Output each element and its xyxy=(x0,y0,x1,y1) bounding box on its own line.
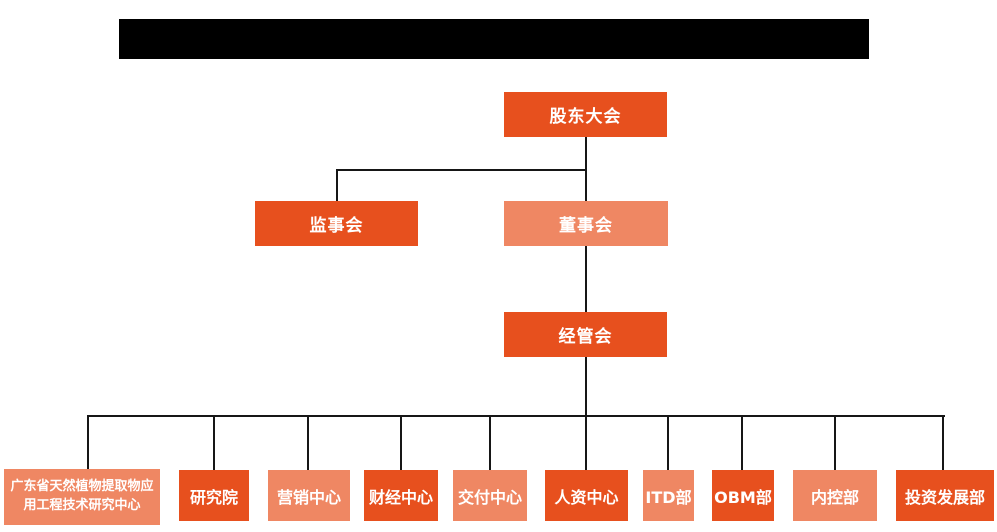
node-itd-department: ITD部 xyxy=(643,470,694,521)
node-label: 广东省天然植物提取物应用工程技术研究中心 xyxy=(10,479,154,513)
node-label: 董事会 xyxy=(559,216,613,236)
node-board-of-directors: 董事会 xyxy=(504,201,668,246)
connector-drop-delivery-center xyxy=(489,416,491,470)
node-marketing-center: 营销中心 xyxy=(268,470,350,521)
connector-drop-obm-department xyxy=(741,416,743,470)
node-research-institute: 研究院 xyxy=(179,470,249,521)
node-label: 内控部 xyxy=(810,487,859,507)
node-label: 监事会 xyxy=(309,216,364,236)
connector-board-to-management xyxy=(585,246,587,312)
node-management-committee: 经管会 xyxy=(504,312,667,357)
connector-drop-investment-development xyxy=(942,416,944,470)
connector-departments-rail xyxy=(87,415,945,417)
connector-drop-itd-department xyxy=(667,416,669,470)
node-label: 股东大会 xyxy=(549,107,622,127)
node-label: 人资中心 xyxy=(554,487,619,507)
node-label: 营销中心 xyxy=(276,487,341,507)
node-label: OBM部 xyxy=(714,487,772,507)
node-obm-department: OBM部 xyxy=(712,470,774,521)
node-label: ITD部 xyxy=(645,487,692,507)
connector-drop-marketing-center xyxy=(307,416,309,470)
node-delivery-center: 交付中心 xyxy=(453,470,527,521)
connector-drop-supervisory xyxy=(336,169,338,201)
node-label: 财经中心 xyxy=(368,487,433,507)
connector-drop-research-center xyxy=(87,416,89,470)
node-finance-center: 财经中心 xyxy=(364,470,438,521)
node-label: 经管会 xyxy=(558,327,613,347)
connector-drop-finance-center xyxy=(400,416,402,470)
node-label: 投资发展部 xyxy=(904,487,985,507)
node-shareholders-meeting: 股东大会 xyxy=(504,92,667,137)
node-hr-center: 人资中心 xyxy=(545,470,628,521)
node-internal-control-department: 内控部 xyxy=(793,470,877,521)
node-investment-development-department: 投资发展部 xyxy=(896,470,994,521)
connector-drop-research-institute xyxy=(213,416,215,470)
connector-branch-supervisory xyxy=(336,169,587,171)
connector-management-down xyxy=(585,357,587,470)
node-label: 研究院 xyxy=(189,487,238,507)
title-banner-redacted xyxy=(119,19,869,59)
node-guangdong-plant-extract-research-center: 广东省天然植物提取物应用工程技术研究中心 xyxy=(4,469,160,525)
connector-drop-internal-control xyxy=(834,416,836,470)
node-label: 交付中心 xyxy=(457,487,522,507)
node-supervisory-board: 监事会 xyxy=(255,201,418,246)
